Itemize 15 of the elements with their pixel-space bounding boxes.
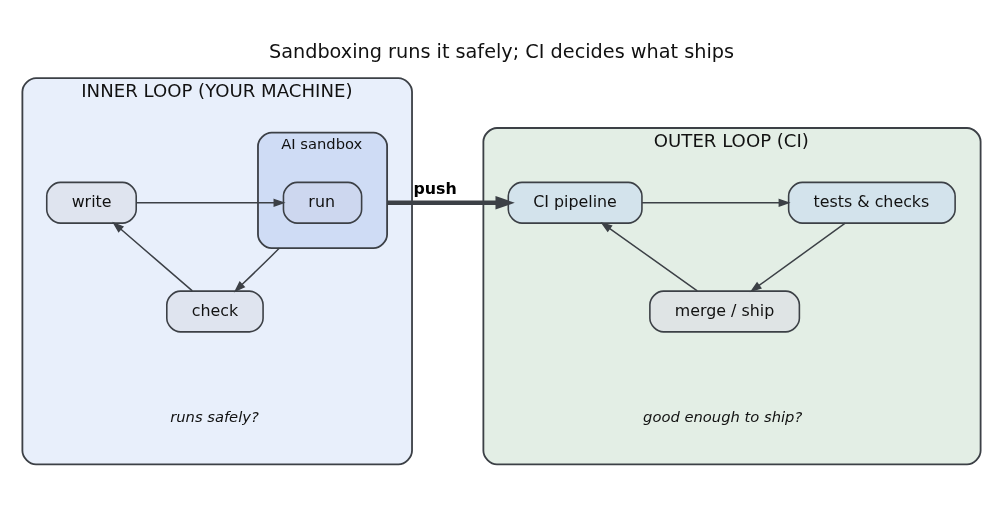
arrow	[233, 247, 281, 293]
diagram-title: Sandboxing runs it safely; CI decides what ships	[268, 40, 735, 64]
arrow	[135, 198, 286, 207]
arrow	[387, 196, 515, 210]
node-box: merge / ship	[649, 290, 801, 333]
node-box: write	[45, 181, 137, 224]
arrow	[749, 222, 846, 293]
arrow	[600, 221, 698, 292]
arrow	[641, 198, 791, 207]
node-box: check	[166, 290, 264, 333]
edge-label: push	[413, 178, 457, 198]
node-box: CI pipeline	[507, 181, 643, 224]
arrow	[112, 221, 194, 292]
node-box: run	[282, 181, 363, 224]
node-box: tests & checks	[787, 181, 956, 224]
